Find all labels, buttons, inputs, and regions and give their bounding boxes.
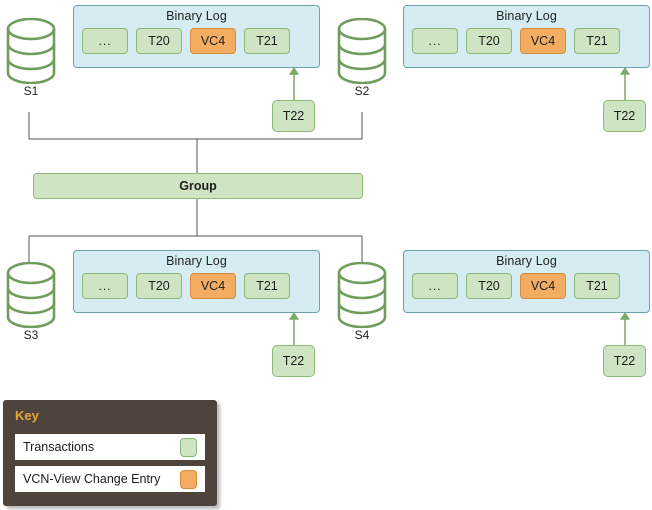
binary-log-title: Binary Log — [496, 9, 557, 23]
group-label: Group — [179, 179, 217, 193]
binary-log-s1: Binary Log ... T20 VC4 T21 — [73, 5, 320, 68]
database-icon — [6, 17, 56, 85]
binlog-entry: T21 — [244, 28, 290, 54]
pending-transaction-s1: T22 — [272, 100, 315, 132]
binlog-entry: ... — [412, 273, 458, 299]
legend-item-vcn: VCN-View Change Entry — [15, 466, 205, 492]
server-label: S4 — [354, 328, 370, 342]
pending-transaction-s2: T22 — [603, 100, 646, 132]
binary-log-s4: Binary Log ... T20 VC4 T21 — [403, 250, 650, 313]
database-icon — [337, 17, 387, 85]
binary-log-title: Binary Log — [166, 254, 227, 268]
server-label: S1 — [23, 84, 39, 98]
server-s4: S4 — [334, 261, 390, 342]
legend-swatch-transaction — [180, 437, 197, 457]
binlog-entry: T20 — [136, 273, 182, 299]
binary-log-s3: Binary Log ... T20 VC4 T21 — [73, 250, 320, 313]
binlog-entry: ... — [82, 273, 128, 299]
legend-title: Key — [15, 408, 39, 423]
server-s1: S1 — [3, 17, 59, 98]
legend-item-transactions: Transactions — [15, 434, 205, 460]
server-s3: S3 — [3, 261, 59, 342]
binlog-entry: T20 — [466, 273, 512, 299]
binlog-entry-vcn: VC4 — [190, 273, 236, 299]
binary-log-title: Binary Log — [496, 254, 557, 268]
binary-log-s2: Binary Log ... T20 VC4 T21 — [403, 5, 650, 68]
pending-transaction-s3: T22 — [272, 345, 315, 377]
binlog-entry: ... — [412, 28, 458, 54]
binary-log-entries: ... T20 VC4 T21 — [82, 28, 290, 54]
server-label: S2 — [354, 84, 370, 98]
binary-log-entries: ... T20 VC4 T21 — [82, 273, 290, 299]
binlog-entry: T21 — [574, 273, 620, 299]
database-icon — [337, 261, 387, 329]
legend-key: Key Transactions VCN-View Change Entry — [3, 400, 217, 506]
binary-log-entries: ... T20 VC4 T21 — [412, 273, 620, 299]
group-bar: Group — [33, 173, 363, 199]
binlog-entry-vcn: VC4 — [520, 28, 566, 54]
binary-log-entries: ... T20 VC4 T21 — [412, 28, 620, 54]
binlog-entry: T21 — [244, 273, 290, 299]
pending-transaction-s4: T22 — [603, 345, 646, 377]
server-s2: S2 — [334, 17, 390, 98]
server-label: S3 — [23, 328, 39, 342]
binlog-entry-vcn: VC4 — [190, 28, 236, 54]
binlog-entry: ... — [82, 28, 128, 54]
binary-log-title: Binary Log — [166, 9, 227, 23]
legend-swatch-vcn — [180, 469, 197, 489]
legend-item-label: VCN-View Change Entry — [23, 472, 161, 486]
database-icon — [6, 261, 56, 329]
legend-item-label: Transactions — [23, 440, 95, 454]
binlog-entry: T20 — [136, 28, 182, 54]
binlog-entry: T20 — [466, 28, 512, 54]
binlog-entry: T21 — [574, 28, 620, 54]
binlog-entry-vcn: VC4 — [520, 273, 566, 299]
